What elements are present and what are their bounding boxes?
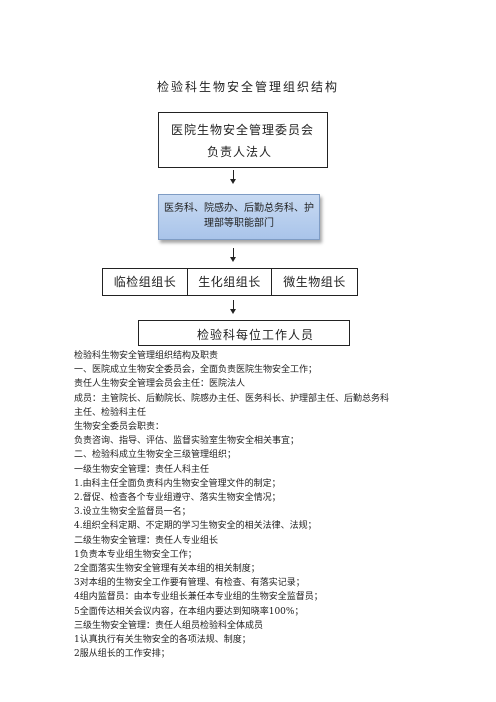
committee-box: 医院生物安全管理委员会 负责人法人 — [158, 112, 328, 168]
group-leaders-row: 临检组组长 生化组组长 微生物组长 — [102, 268, 358, 296]
text-line: 2全面落实生物安全管理有关本组的相关制度； — [74, 564, 260, 575]
text-line: 检验科生物安全管理组织结构及职责 — [74, 351, 219, 361]
arrow-down-icon — [230, 300, 238, 314]
dept-line-1: 医务科、院感办、后勤总务科、护 — [164, 203, 314, 214]
dept-line-2: 理部等职能部门 — [204, 218, 274, 229]
text-line: 二级生物安全管理：责任人专业组长 — [74, 535, 219, 546]
committee-leader: 负责人法人 — [207, 145, 273, 159]
text-line: 1认真执行有关生物安全的各项法规、制度； — [74, 635, 251, 646]
text-line: 负责咨询、指导、评估、监督实验室生物安全相关事宜； — [74, 436, 300, 447]
leader-biochem: 生化组组长 — [188, 268, 272, 296]
text-line: 1.由科主任全面负责科内生物安全管理文件的制定； — [74, 478, 281, 489]
arrow-down-icon — [230, 170, 238, 184]
text-line: 2服从组长的工作安排； — [74, 649, 170, 660]
text-line: 5全面传达相关会议内容，在本组内要达到知晓率100%； — [74, 606, 304, 617]
text-line: 生物安全委员会职责： — [74, 422, 165, 433]
text-line: 主任、检验科主任 — [74, 407, 147, 418]
text-line: 责任人生物安全管理会员会主任：医院法人 — [74, 379, 246, 390]
functional-departments-box: 医务科、院感办、后勤总务科、护 理部等职能部门 — [158, 194, 320, 240]
text-line: 一级生物安全管理：责任人科主任 — [74, 464, 210, 475]
text-line: 2.督促、检查各个专业组遵守、落实生物安全情况； — [74, 493, 281, 504]
text-line: 二、检验科成立生物安全三级管理组织； — [74, 450, 237, 461]
text-line: 一、医院成立生物安全委员会，全面负责医院生物安全工作； — [74, 365, 318, 376]
leader-micro: 微生物组长 — [272, 268, 358, 296]
staff-box: 检验科每位工作人员 — [138, 320, 350, 346]
text-line: 成员：主管院长、后勤院长、院感办主任、医务科长、护理部主任、后勤总务科 — [74, 393, 390, 404]
text-line: 1负责本专业组生物安全工作； — [74, 549, 197, 560]
body-text: 检验科生物安全管理组织结构及职责 一、医院成立生物安全委员会，全面负责医院生物安… — [74, 349, 474, 661]
arrow-down-icon — [230, 248, 238, 262]
committee-name: 医院生物安全管理委员会 — [171, 123, 315, 137]
text-line: 3对本组的生物安全工作要有管理、有检查、有落实记录； — [74, 578, 305, 589]
text-line: 4组内监督员：由本专业组长兼任本专业组的生物安全监督员； — [74, 592, 323, 603]
text-line: 4.组织全科定期、不定期的学习生物安全的相关法律、法规； — [74, 521, 317, 532]
staff-label: 检验科每位工作人员 — [197, 328, 315, 342]
text-line: 三级生物安全管理：责任人组员检验科全体成员 — [74, 620, 264, 631]
leader-clinical: 临检组组长 — [102, 268, 188, 296]
page-title: 检验科生物安全管理组织结构 — [156, 80, 339, 94]
text-line: 3.设立生物安全监督员一名； — [74, 507, 191, 518]
